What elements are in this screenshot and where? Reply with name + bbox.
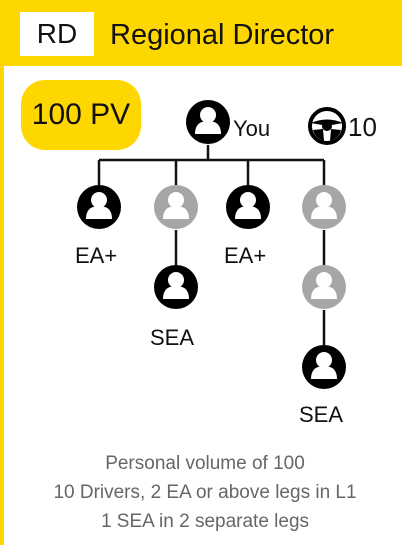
rank-code-badge: RD bbox=[20, 12, 94, 56]
ea-plus-label: EA+ bbox=[75, 243, 118, 268]
inactive-person-icon bbox=[154, 185, 198, 229]
requirement-line: Personal volume of 100 bbox=[105, 453, 305, 474]
you-person-icon bbox=[186, 100, 230, 144]
drivers-count: 10 bbox=[348, 112, 377, 142]
you-label: You bbox=[233, 116, 271, 141]
sea-person-icon bbox=[154, 265, 198, 309]
rank-header: RD Regional Director bbox=[4, 0, 402, 66]
steering-wheel-icon bbox=[308, 107, 346, 145]
ea-plus-person-icon bbox=[226, 185, 270, 229]
requirement-line: 1 SEA in 2 separate legs bbox=[100, 511, 310, 532]
inactive-person-icon bbox=[302, 265, 346, 309]
rank-title: Regional Director bbox=[110, 19, 335, 51]
sea-label: SEA bbox=[299, 402, 344, 427]
ea-plus-person-icon bbox=[77, 185, 121, 229]
ea-plus-label: EA+ bbox=[224, 243, 267, 268]
sea-person-icon bbox=[302, 345, 346, 389]
inactive-person-icon bbox=[302, 185, 346, 229]
sea-label: SEA bbox=[150, 325, 195, 350]
requirement-line: 10 Drivers, 2 EA or above legs in L1 bbox=[53, 482, 357, 503]
tree-connectors bbox=[97, 145, 326, 345]
downline-tree bbox=[77, 100, 346, 389]
pv-badge: 100 PV bbox=[21, 80, 141, 150]
